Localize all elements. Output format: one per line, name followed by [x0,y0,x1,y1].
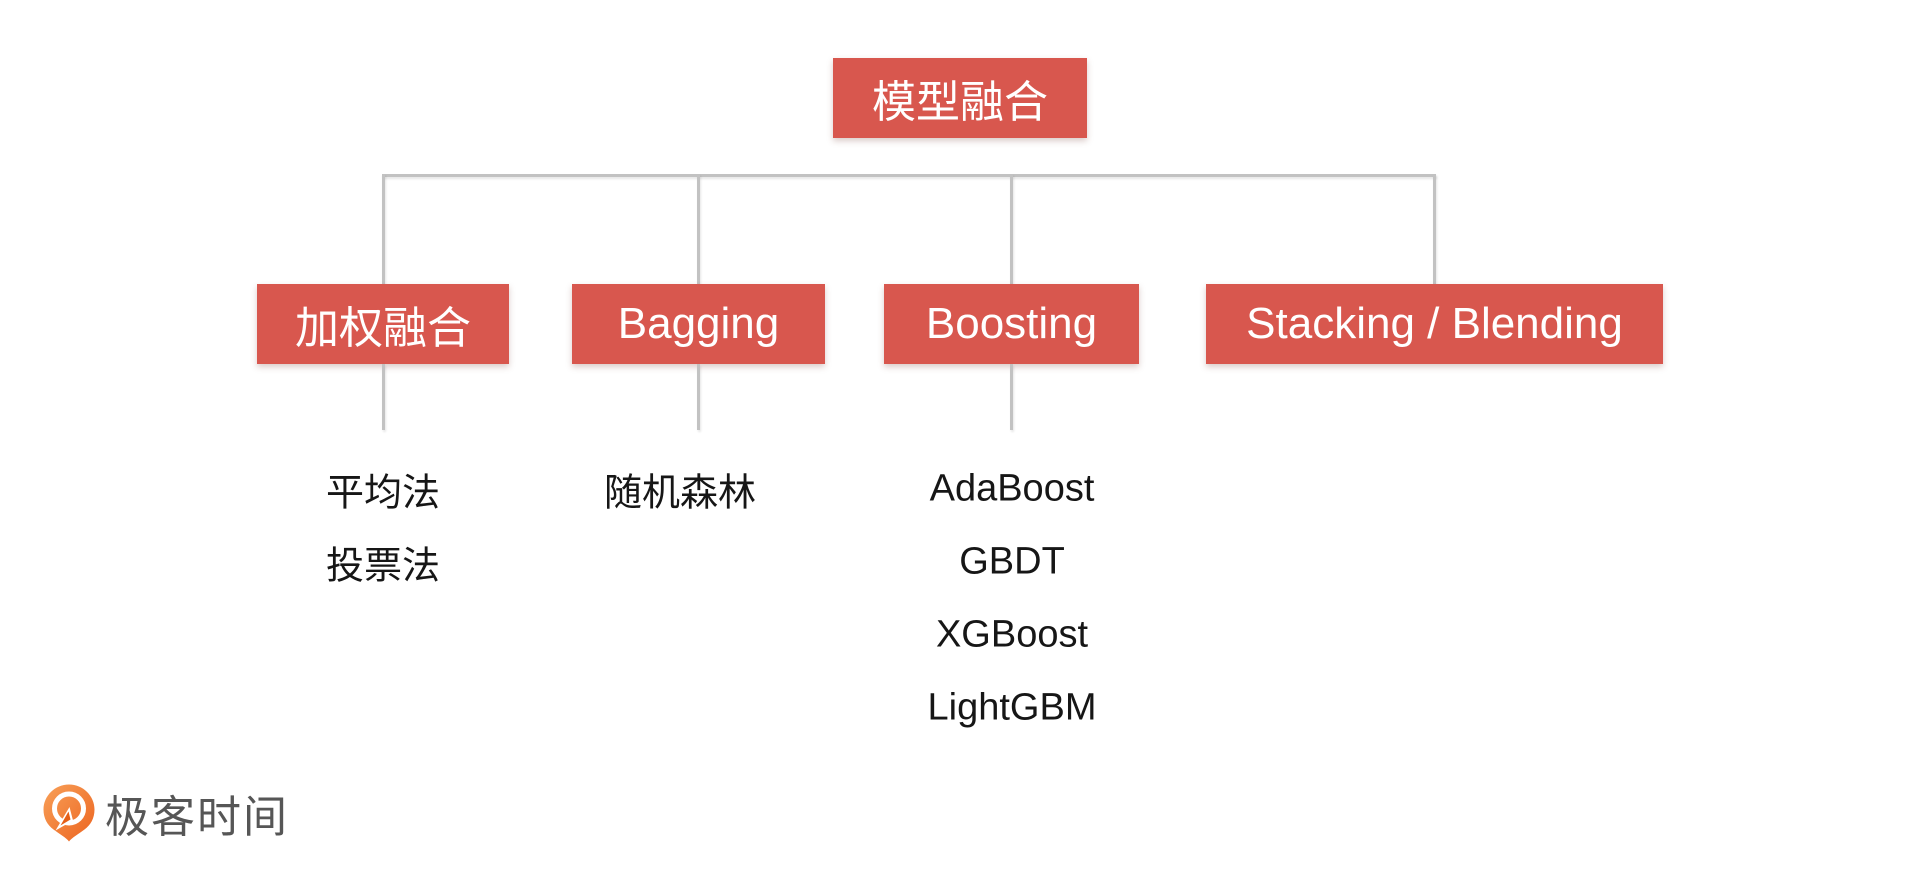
leaf-label-xgboost: XGBoost [935,613,1089,656]
connector-horizontal [382,174,1436,177]
branch-node-bagging: Bagging [572,284,825,364]
connector-drop-weighted-fusion [382,174,385,286]
brand-logo-text: 极客时间 [105,793,289,842]
branch-node-boosting: Boosting [884,284,1139,364]
leaf-label-averaging: 平均法 [325,472,441,515]
connector-drop-stacking-blending [1433,174,1436,286]
root-node-model-fusion: 模型融合 [833,58,1087,138]
leaf-label-adaboost: AdaBoost [929,467,1095,510]
connector-stub-boosting [1010,364,1013,430]
connector-drop-boosting [1010,174,1013,286]
leaf-label-voting: 投票法 [325,545,441,588]
connector-stub-bagging [697,364,700,430]
branch-node-stacking-blending: Stacking / Blending [1206,284,1663,364]
brand-logo: 极客时间 [42,781,289,845]
connector-drop-bagging [697,174,700,286]
geektime-pin-icon [42,783,96,843]
leaf-label-gbdt: GBDT [959,540,1065,583]
connector-stub-weighted-fusion [382,364,385,430]
branch-node-weighted-fusion: 加权融合 [257,284,509,364]
leaf-label-random-forest: 随机森林 [603,472,757,515]
leaf-label-lightgbm: LightGBM [927,686,1097,729]
